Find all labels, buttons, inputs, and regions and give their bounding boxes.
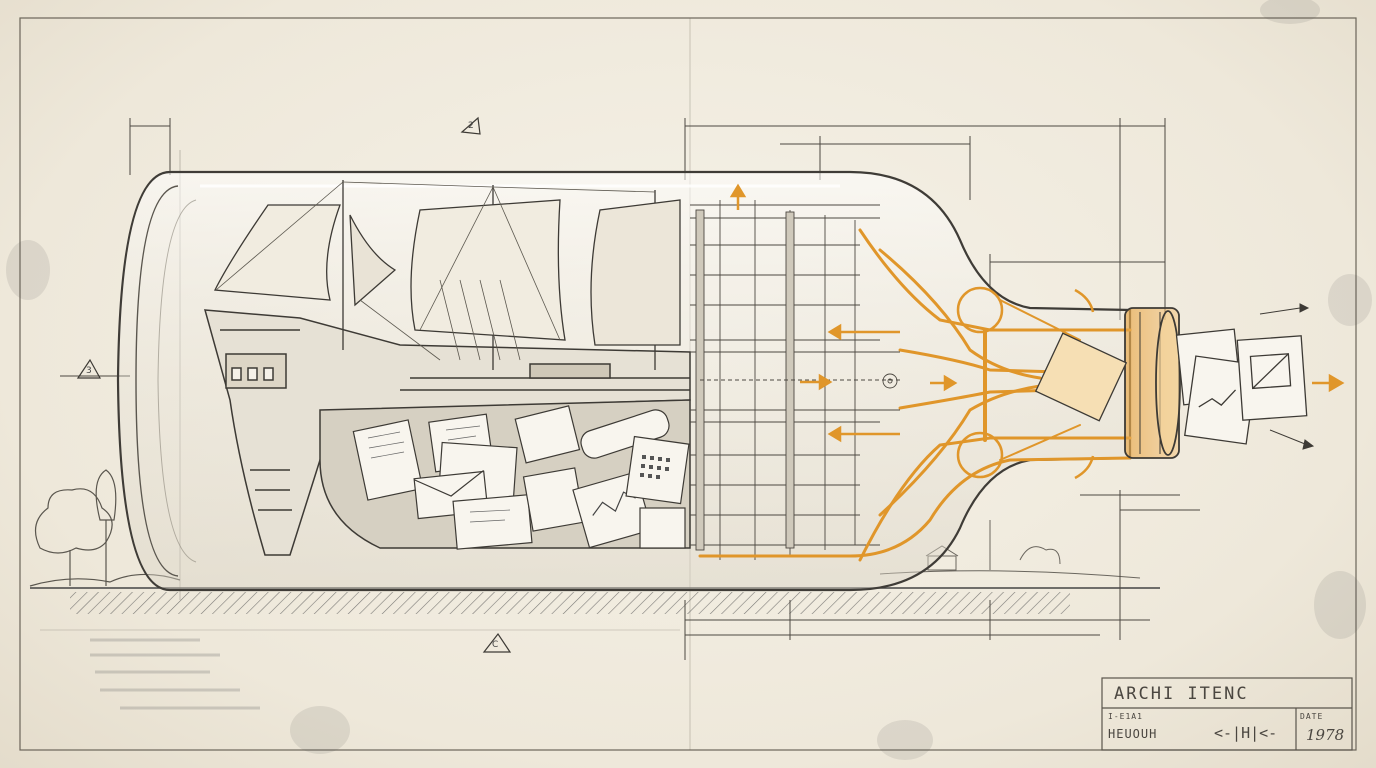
title-block-sub-label: I-E1A1 — [1108, 712, 1143, 721]
bottle-neck — [1124, 307, 1181, 459]
fingerprint-smudges — [6, 0, 1372, 760]
title-block-mark: <-|H|<- — [1214, 724, 1278, 742]
ship-sails — [213, 180, 681, 370]
title-block — [1101, 677, 1353, 751]
title-block-date: 1978 — [1306, 726, 1345, 744]
stamp-marks — [90, 638, 260, 710]
marker-triangles — [76, 116, 512, 653]
marker-left-label: 3 — [86, 366, 92, 376]
marker-bottom-label: C — [492, 640, 499, 650]
exiting-documents — [1034, 303, 1315, 450]
marker-top-label: 2 — [468, 121, 474, 131]
flow-channels — [698, 228, 1132, 562]
title-block-title: ARCHI ITENC — [1114, 684, 1249, 704]
title-block-code: HEUOUH — [1108, 727, 1158, 741]
flow-arrows — [729, 183, 1345, 480]
document-cargo — [352, 405, 690, 550]
title-block-date-label: DATE — [1300, 712, 1324, 721]
